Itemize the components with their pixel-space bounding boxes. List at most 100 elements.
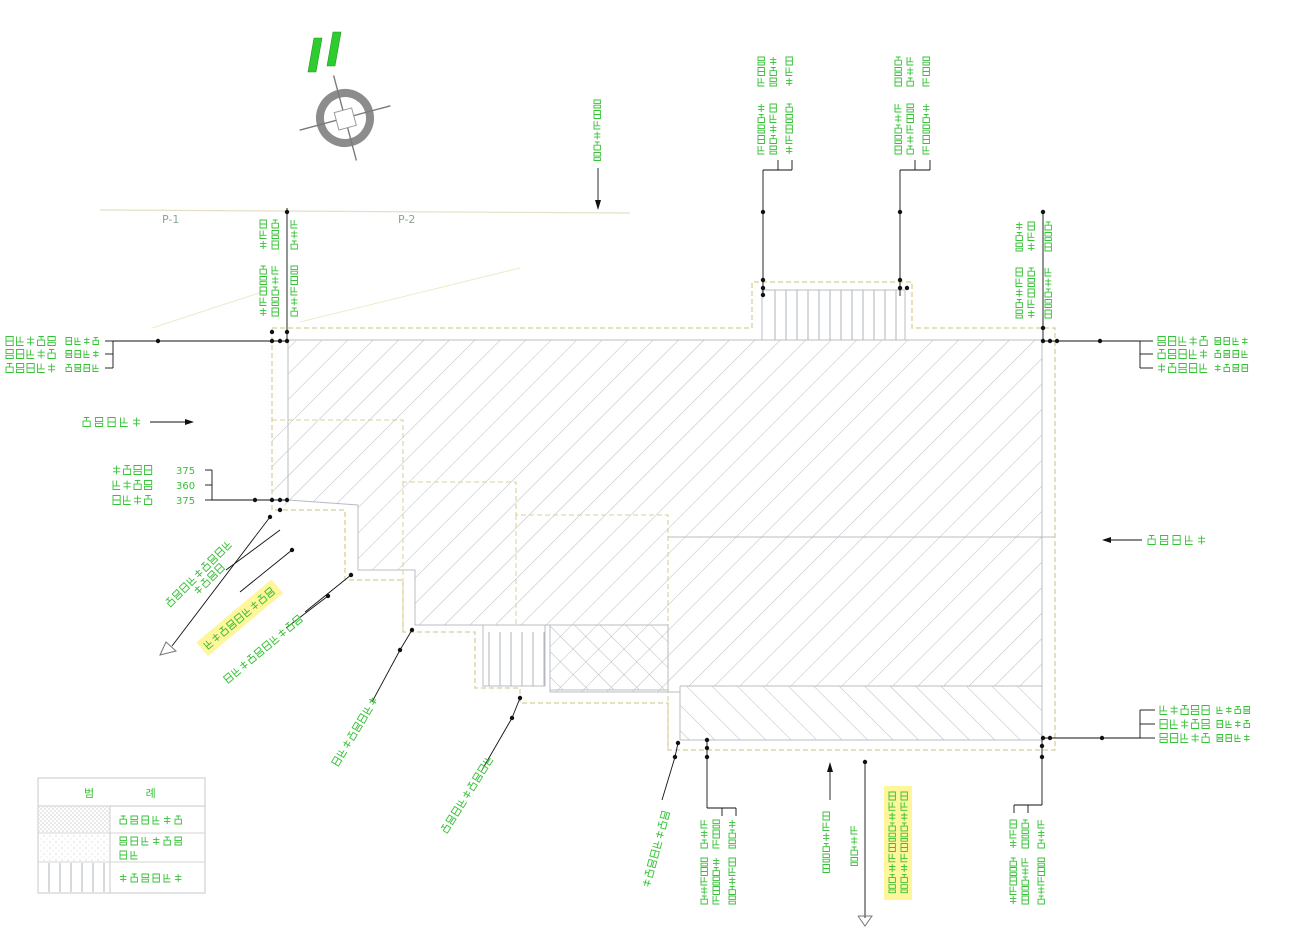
label-char-mark <box>1216 720 1224 728</box>
label-char-mark <box>906 114 914 123</box>
leader-dot <box>672 754 678 760</box>
label-char-mark <box>728 867 736 876</box>
label-char-mark <box>130 851 138 860</box>
label-char-mark <box>120 417 128 427</box>
leader-dot <box>904 285 910 291</box>
label-row <box>5 349 56 359</box>
lot-label-p2: P-2 <box>398 213 415 226</box>
label-char-mark <box>769 135 777 144</box>
vertical-label <box>712 819 720 849</box>
label-char-mark <box>1037 877 1045 886</box>
stair-lines-area <box>483 632 545 686</box>
label-char-mark <box>144 495 153 505</box>
leader-line <box>285 595 329 629</box>
leader-dot <box>897 277 903 283</box>
label-char-mark <box>894 135 902 144</box>
label-row <box>1216 720 1251 728</box>
label-char-mark <box>1021 829 1029 839</box>
label-char-mark <box>757 78 765 87</box>
leader-dot <box>704 745 710 751</box>
label-char-mark <box>1159 733 1168 743</box>
label-char-mark <box>1244 734 1250 742</box>
label-char-mark <box>175 874 182 882</box>
label-char-mark <box>214 546 226 558</box>
label-char-mark <box>219 626 230 637</box>
label-char-mark <box>922 146 930 155</box>
label-char-mark <box>1223 350 1231 358</box>
label-char-mark <box>712 840 720 849</box>
label-char-mark <box>712 876 720 886</box>
band-hatch-area <box>680 686 1042 740</box>
label-char-mark <box>923 104 930 112</box>
label-char-mark <box>1216 706 1223 714</box>
label-char-mark <box>152 816 160 825</box>
label-char-mark <box>1027 267 1035 277</box>
label-char-mark <box>37 336 46 346</box>
vertical-label <box>822 811 830 873</box>
label-char-mark <box>330 755 343 767</box>
label-char-mark <box>900 884 908 894</box>
zone-dashed-outline <box>272 419 669 750</box>
label-char-mark <box>652 841 663 849</box>
label-char-mark <box>1015 242 1023 252</box>
cross-hatch-outline <box>549 624 669 691</box>
label-char-mark <box>1015 309 1023 319</box>
label-char-mark <box>922 135 930 144</box>
label-char-mark <box>786 146 793 154</box>
label-row <box>1214 337 1248 345</box>
label-char-mark <box>141 873 149 883</box>
leader-dot <box>348 572 354 578</box>
vertical-label <box>1037 820 1045 849</box>
leader-dot <box>277 507 283 513</box>
label-char-mark <box>900 822 908 832</box>
label-char-mark <box>1028 310 1035 318</box>
label-char-mark <box>290 307 298 317</box>
label-char-mark <box>1015 299 1023 308</box>
lot-boundary-line <box>99 209 631 214</box>
legend-swatch-vertical-lines <box>39 863 109 892</box>
vertical-label <box>1021 858 1029 905</box>
label-char-mark <box>769 77 777 87</box>
label-row <box>642 810 671 887</box>
vertical-label <box>1037 857 1045 905</box>
label-char-mark <box>5 336 14 346</box>
label-char-mark <box>203 640 214 650</box>
arrowhead-left-icon <box>1102 537 1111 543</box>
label-char-mark <box>888 853 896 863</box>
leader-line <box>511 697 521 719</box>
label-row <box>440 757 494 834</box>
label-char-mark <box>165 596 176 608</box>
label-row <box>330 697 377 767</box>
leader-line <box>225 529 281 571</box>
label-char-mark <box>906 145 914 155</box>
label-row <box>1158 363 1208 373</box>
label-char-mark <box>445 814 457 826</box>
label-char-mark <box>269 636 280 646</box>
leader-dot <box>325 593 331 599</box>
label-char-mark <box>200 577 212 589</box>
label-char-mark <box>347 731 358 741</box>
label-char-mark <box>728 857 736 867</box>
label-char-mark <box>113 465 121 475</box>
leader-dot <box>760 285 766 291</box>
label-char-mark <box>1037 895 1045 905</box>
label-char-mark <box>290 220 298 229</box>
label-char-mark <box>130 815 138 825</box>
legend-title: 범 례 <box>84 787 180 800</box>
label-char-mark <box>700 895 708 905</box>
label-char-mark <box>1021 858 1029 867</box>
leader-line <box>304 574 352 613</box>
label-row <box>194 562 226 594</box>
label-char-mark <box>1009 886 1017 895</box>
highlight-mark <box>884 786 912 900</box>
label-char-mark <box>250 601 259 610</box>
vertical-label <box>712 858 720 905</box>
label-char-mark <box>290 240 298 250</box>
label-char-mark <box>1189 336 1197 346</box>
label-char-mark <box>1201 705 1210 715</box>
vertical-label <box>894 56 902 87</box>
label-row <box>5 363 56 373</box>
label-char-mark <box>1044 232 1052 241</box>
label-char-mark <box>1027 299 1035 308</box>
label-char-mark <box>822 843 830 852</box>
